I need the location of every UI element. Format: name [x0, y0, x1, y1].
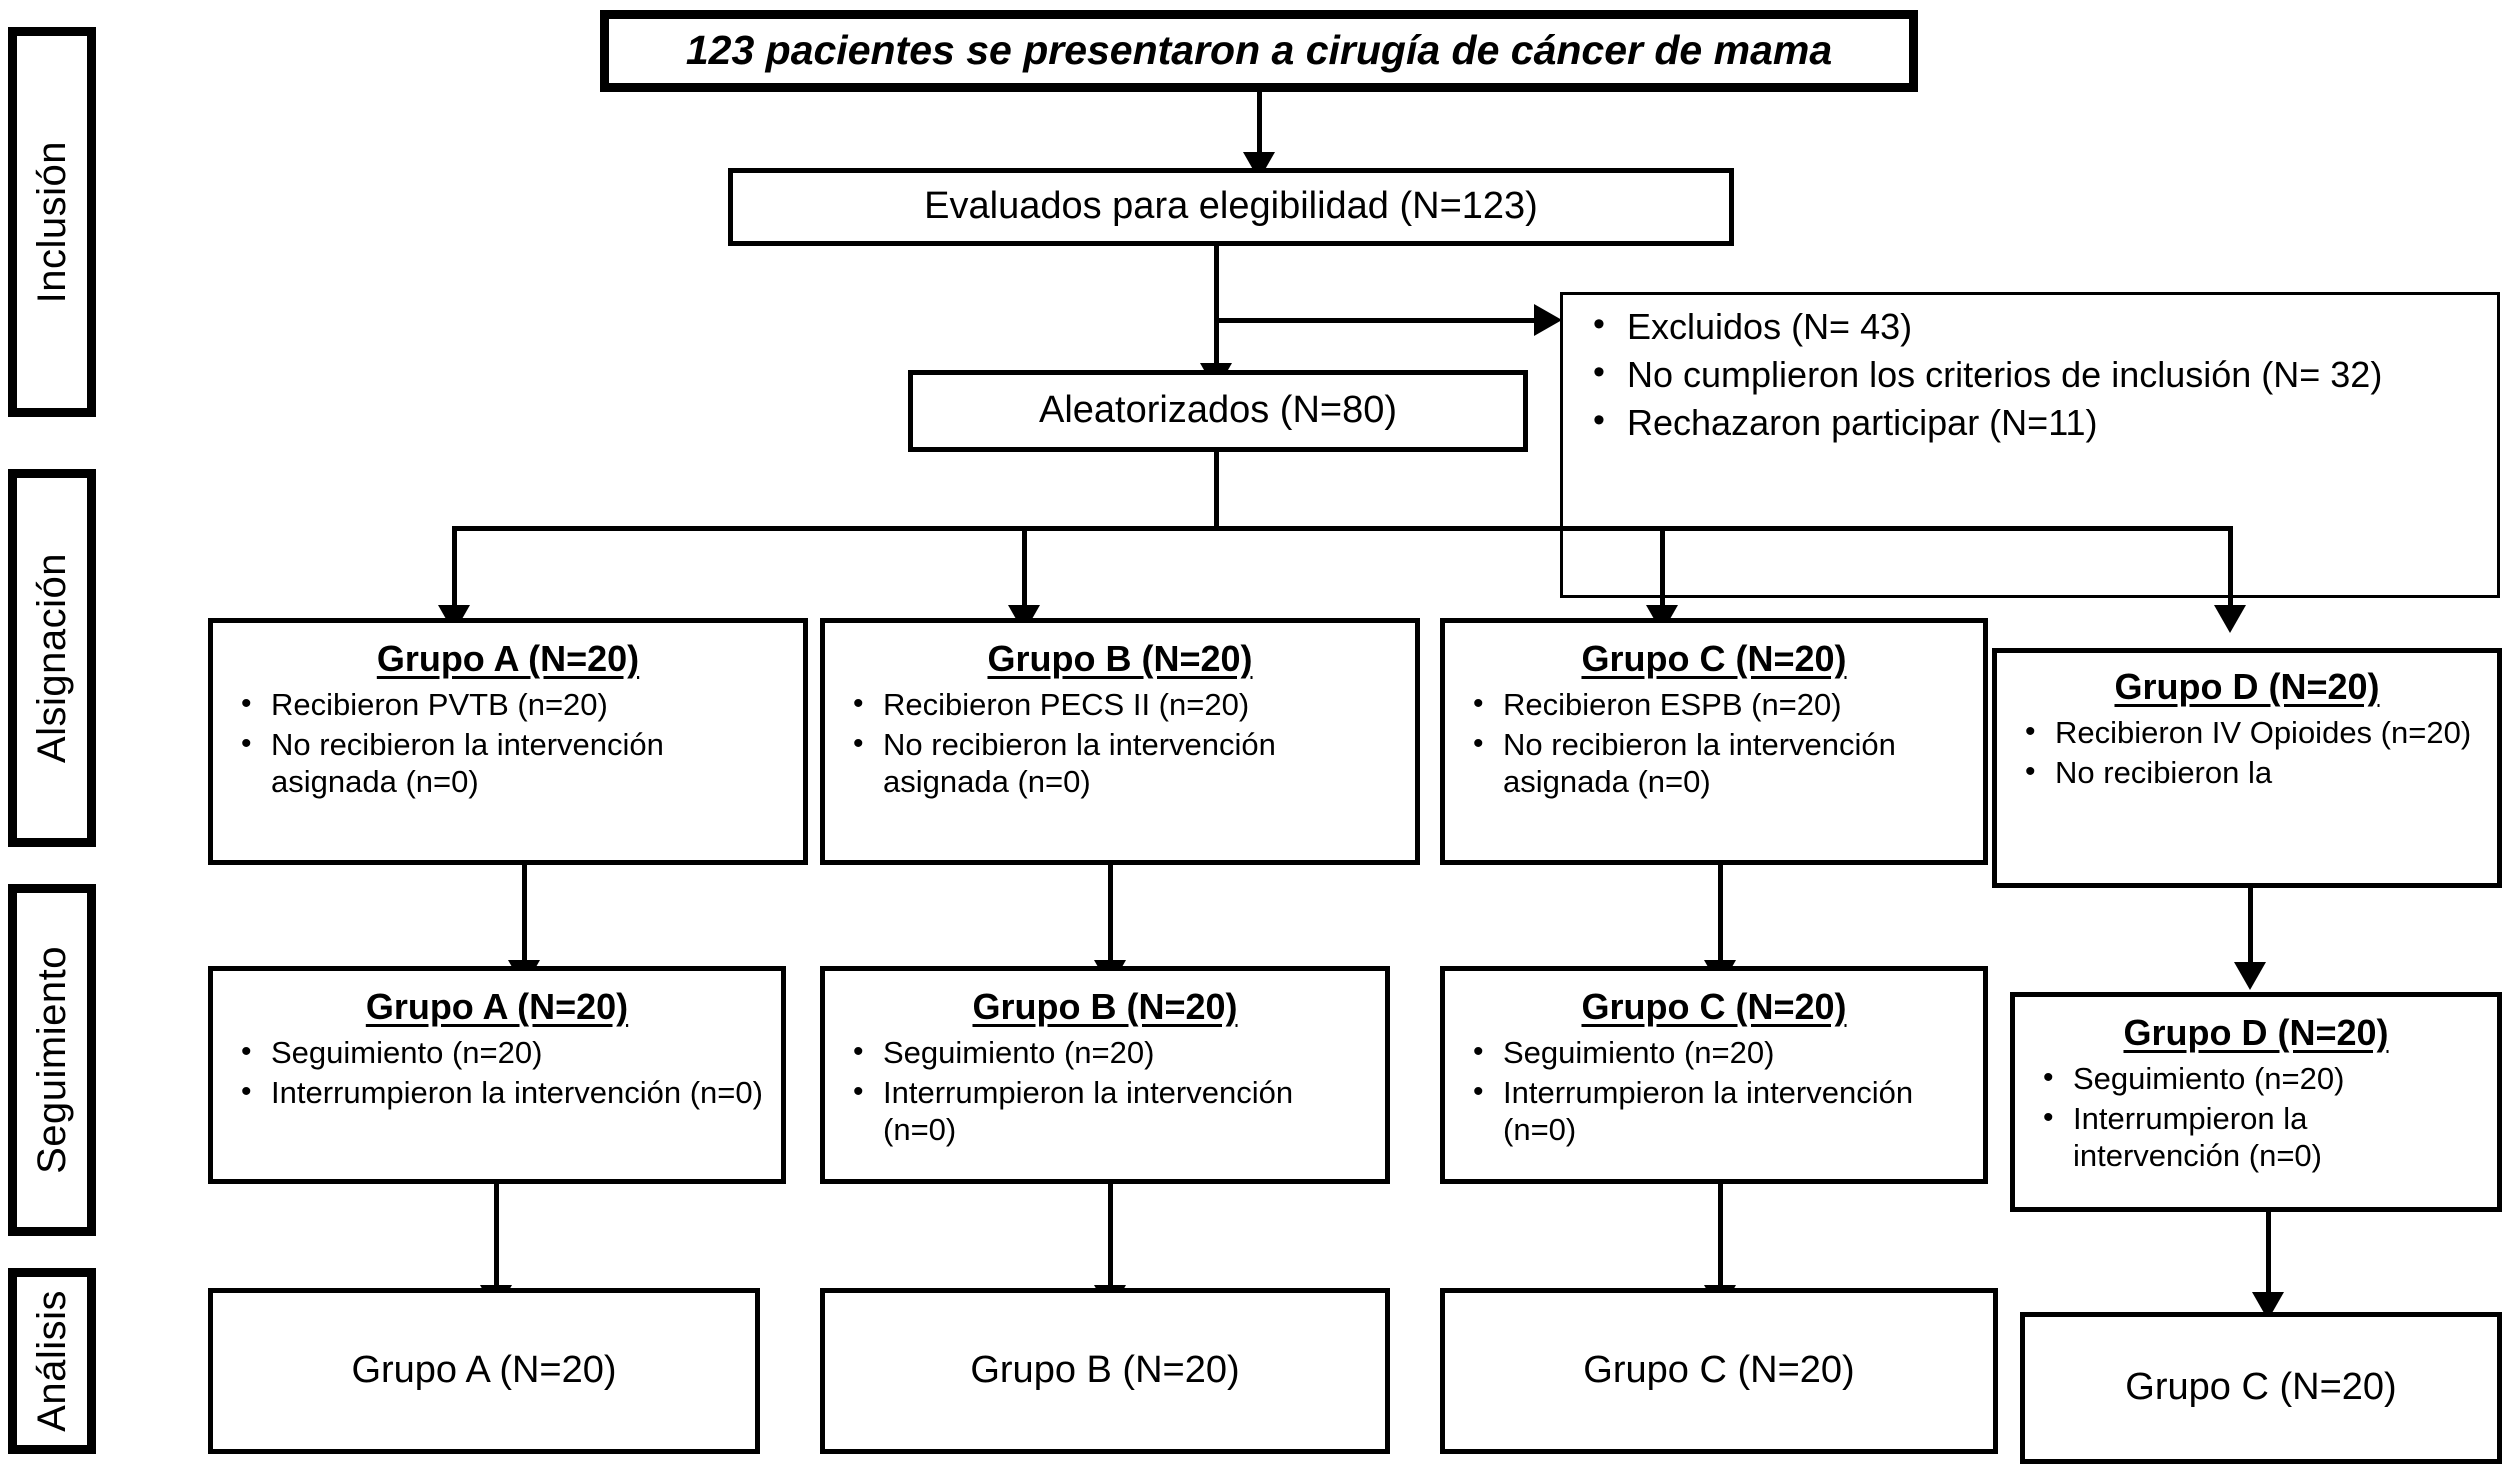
stage-label-asignacion: Alsignación — [8, 469, 96, 847]
followup-b-head: Grupo B (N=20) — [972, 986, 1238, 1027]
followup-item: Interrumpieron la intervención (n=0) — [853, 1074, 1371, 1148]
arrowhead-to-alloc-d — [2214, 605, 2246, 633]
analysis-box-d: Grupo C (N=20) — [2020, 1312, 2502, 1464]
stage-label-seguimiento-text: Seguimiento — [30, 946, 74, 1174]
analysis-box-c: Grupo C (N=20) — [1440, 1288, 1998, 1454]
connector-to-alloc-c — [1660, 526, 1665, 618]
excluded-list: Excluidos (N= 43) No cumplieron los crit… — [1571, 304, 2483, 445]
followup-a-list: Seguimiento (n=20) Interrumpieron la int… — [221, 1034, 767, 1112]
followup-box-a: Grupo A (N=20) Seguimiento (n=20) Interr… — [208, 966, 786, 1184]
stage-label-analisis: Análisis — [8, 1268, 96, 1454]
connector-alloc-b-to-follow-b — [1108, 865, 1113, 973]
allocation-split-bus — [452, 526, 2232, 531]
followup-d-head: Grupo D (N=20) — [2123, 1012, 2389, 1053]
stage-label-inclusion-text: Inclusión — [30, 140, 74, 304]
followup-item: Seguimiento (n=20) — [241, 1034, 767, 1072]
connector-follow-a-to-analysis-a — [494, 1184, 499, 1294]
stage-label-inclusion: Inclusión — [8, 27, 96, 417]
title-box: 123 pacientes se presentaron a cirugía d… — [600, 10, 1918, 92]
excluded-item: Rechazaron participar (N=11) — [1593, 400, 2483, 445]
arrowhead-alloc-d-to-follow-d — [2234, 962, 2266, 990]
allocation-item: Recibieron IV Opioides (n=20) — [2025, 714, 2483, 752]
followup-b-list: Seguimiento (n=20) Interrumpieron la int… — [833, 1034, 1371, 1149]
arrowhead-to-excluded — [1534, 304, 1562, 336]
assessed-label: Evaluados para elegibilidad (N=123) — [924, 185, 1538, 228]
connector-alloc-c-to-follow-c — [1718, 865, 1723, 973]
followup-item: Interrumpieron la intervención (n=0) — [1473, 1074, 1969, 1148]
analysis-box-a: Grupo A (N=20) — [208, 1288, 760, 1454]
allocation-item: No recibieron la intervención asignada (… — [853, 726, 1401, 800]
connector-randomized-down — [1214, 452, 1219, 530]
analysis-b-label: Grupo B (N=20) — [970, 1349, 1240, 1392]
followup-d-list: Seguimiento (n=20) Interrumpieron la int… — [2023, 1060, 2483, 1175]
followup-c-list: Seguimiento (n=20) Interrumpieron la int… — [1453, 1034, 1969, 1149]
allocation-item: Recibieron PECS II (n=20) — [853, 686, 1401, 724]
randomized-label: Aleatorizados (N=80) — [1038, 389, 1397, 432]
allocation-item: No recibieron la — [2025, 754, 2483, 792]
followup-c-head: Grupo C (N=20) — [1581, 986, 1847, 1027]
allocation-item: Recibieron PVTB (n=20) — [241, 686, 789, 724]
excluded-item: Excluidos (N= 43) — [1593, 304, 2483, 349]
analysis-box-b: Grupo B (N=20) — [820, 1288, 1390, 1454]
connector-to-alloc-d — [2228, 526, 2233, 618]
connector-alloc-a-to-follow-a — [522, 865, 527, 973]
connector-to-excluded — [1214, 318, 1542, 323]
connector-alloc-d-to-follow-d — [2248, 888, 2253, 976]
followup-box-b: Grupo B (N=20) Seguimiento (n=20) Interr… — [820, 966, 1390, 1184]
followup-item: Interrumpieron la intervención (n=0) — [2043, 1100, 2483, 1174]
allocation-c-list: Recibieron ESPB (n=20) No recibieron la … — [1453, 686, 1969, 801]
connector-to-alloc-b — [1022, 526, 1027, 618]
allocation-d-list: Recibieron IV Opioides (n=20) No recibie… — [2005, 714, 2483, 792]
allocation-d-head: Grupo D (N=20) — [2114, 666, 2380, 707]
title-text: 123 pacientes se presentaron a cirugía d… — [685, 27, 1833, 74]
connector-title-to-assessed — [1257, 92, 1262, 160]
connector-assessed-to-randomized — [1214, 246, 1219, 376]
stage-label-seguimiento: Seguimiento — [8, 884, 96, 1236]
analysis-d-label: Grupo C (N=20) — [2125, 1366, 2397, 1409]
connector-follow-b-to-analysis-b — [1108, 1184, 1113, 1294]
followup-item: Seguimiento (n=20) — [1473, 1034, 1969, 1072]
connector-follow-d-to-analysis-d — [2266, 1212, 2271, 1302]
allocation-b-list: Recibieron PECS II (n=20) No recibieron … — [833, 686, 1401, 801]
connector-to-alloc-a — [452, 526, 457, 618]
followup-box-d: Grupo D (N=20) Seguimiento (n=20) Interr… — [2010, 992, 2502, 1212]
analysis-c-label: Grupo C (N=20) — [1583, 1349, 1855, 1392]
stage-label-asignacion-text: Alsignación — [30, 552, 74, 764]
excluded-box: Excluidos (N= 43) No cumplieron los crit… — [1560, 292, 2500, 598]
allocation-item: Recibieron ESPB (n=20) — [1473, 686, 1969, 724]
followup-item: Seguimiento (n=20) — [853, 1034, 1371, 1072]
connector-follow-c-to-analysis-c — [1718, 1184, 1723, 1294]
allocation-item: No recibieron la intervención asignada (… — [1473, 726, 1969, 800]
allocation-box-a: Grupo A (N=20) Recibieron PVTB (n=20) No… — [208, 618, 808, 865]
followup-item: Seguimiento (n=20) — [2043, 1060, 2483, 1098]
randomized-box: Aleatorizados (N=80) — [908, 370, 1528, 452]
analysis-a-label: Grupo A (N=20) — [351, 1349, 617, 1392]
assessed-box: Evaluados para elegibilidad (N=123) — [728, 168, 1734, 246]
excluded-item: No cumplieron los criterios de inclusión… — [1593, 352, 2483, 397]
allocation-item: No recibieron la intervención asignada (… — [241, 726, 789, 800]
allocation-a-list: Recibieron PVTB (n=20) No recibieron la … — [221, 686, 789, 801]
followup-item: Interrumpieron la intervención (n=0) — [241, 1074, 767, 1112]
allocation-b-head: Grupo B (N=20) — [987, 638, 1253, 679]
followup-box-c: Grupo C (N=20) Seguimiento (n=20) Interr… — [1440, 966, 1988, 1184]
allocation-box-d: Grupo D (N=20) Recibieron IV Opioides (n… — [1992, 648, 2502, 888]
allocation-a-head: Grupo A (N=20) — [376, 638, 640, 679]
allocation-box-b: Grupo B (N=20) Recibieron PECS II (n=20)… — [820, 618, 1420, 865]
allocation-box-c: Grupo C (N=20) Recibieron ESPB (n=20) No… — [1440, 618, 1988, 865]
stage-label-analisis-text: Análisis — [30, 1290, 74, 1432]
followup-a-head: Grupo A (N=20) — [365, 986, 629, 1027]
allocation-c-head: Grupo C (N=20) — [1581, 638, 1847, 679]
